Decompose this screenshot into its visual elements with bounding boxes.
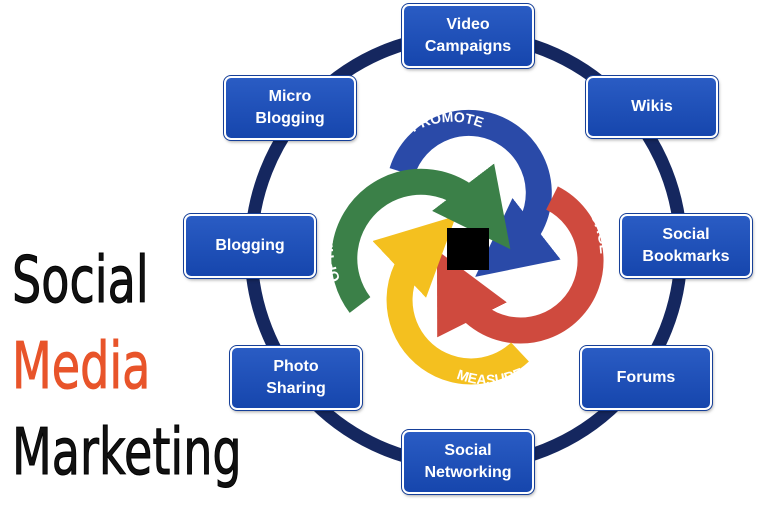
channel-label-line1: Photo bbox=[273, 358, 319, 375]
engage-arrow bbox=[436, 186, 604, 344]
title-media: Media bbox=[12, 330, 151, 404]
channel-label-line1: Video bbox=[446, 16, 490, 33]
title-social: Social bbox=[12, 244, 149, 318]
optimize-arrow bbox=[331, 163, 511, 313]
title-marketing: Marketing bbox=[12, 416, 242, 490]
channel-label-line2: Blogging bbox=[255, 110, 325, 127]
channel-label-line1: Wikis bbox=[631, 98, 673, 115]
measure-arrow bbox=[372, 215, 529, 385]
channel-label-line1: Blogging bbox=[215, 237, 285, 254]
channel-label-line2: Bookmarks bbox=[642, 248, 730, 265]
measure-label: MEASURE bbox=[455, 364, 525, 387]
channel-label-line2: Sharing bbox=[266, 380, 326, 397]
channel-blogging[interactable]: Blogging bbox=[183, 213, 317, 279]
promote-arrow bbox=[389, 109, 561, 277]
channel-label-line1: Micro bbox=[268, 88, 312, 105]
channel-label-line1: Social bbox=[662, 226, 710, 243]
channel-forums[interactable]: Forums bbox=[579, 345, 713, 411]
channel-wikis[interactable]: Wikis bbox=[585, 75, 719, 139]
channel-label-line1: Social bbox=[444, 442, 492, 459]
cycle-center-square bbox=[447, 228, 489, 270]
channel-label-line1: Forums bbox=[616, 369, 676, 386]
channel-label-line2: Campaigns bbox=[424, 38, 512, 55]
channel-label-line2: Networking bbox=[424, 464, 512, 481]
